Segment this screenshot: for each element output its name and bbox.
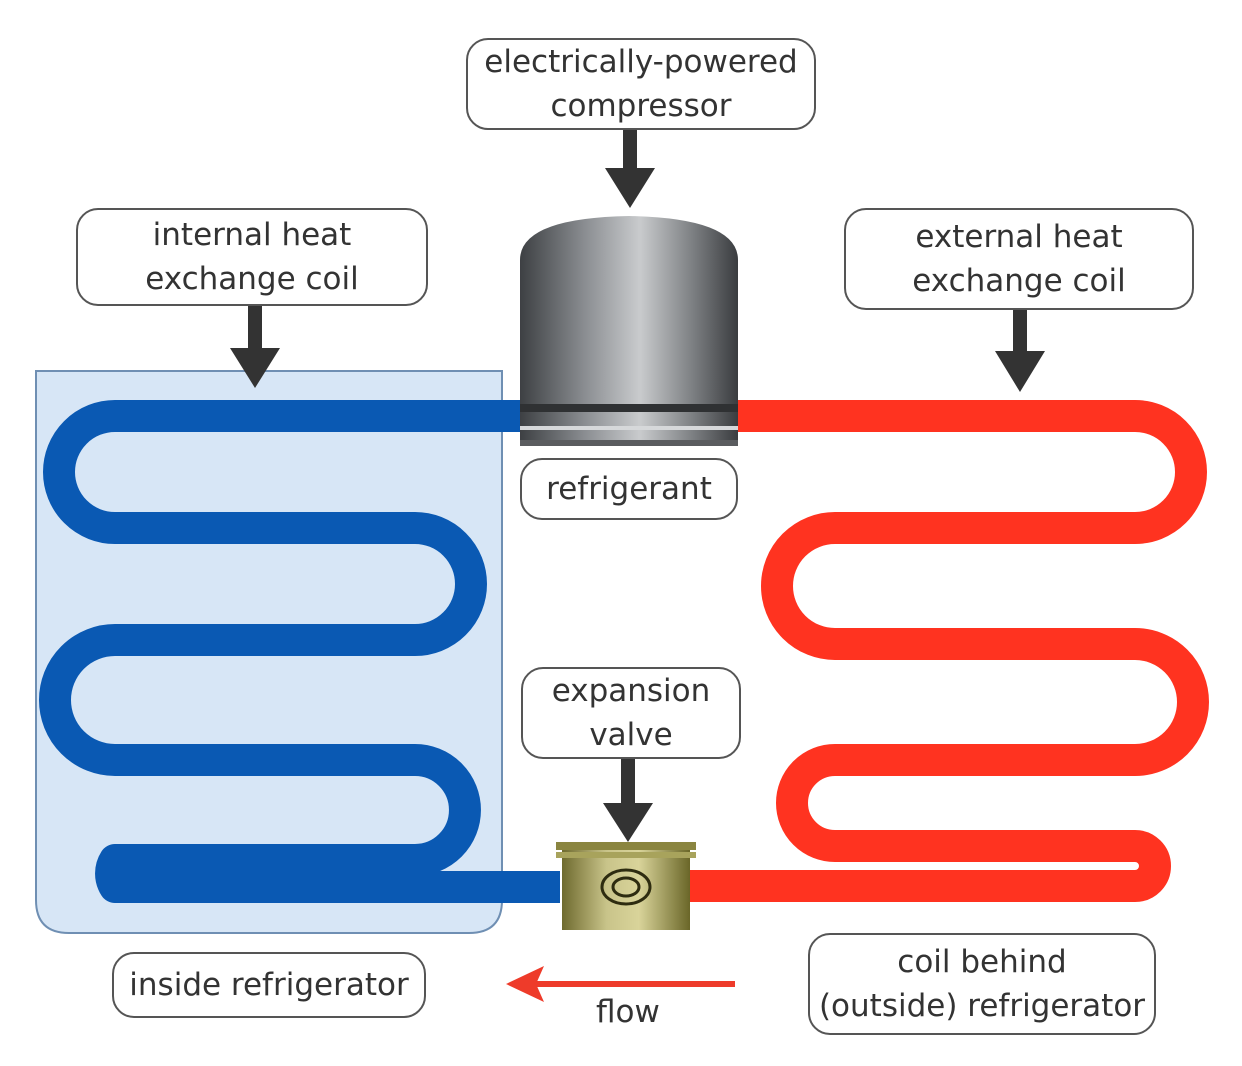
expansion-valve-label: expansion valve [521,667,741,759]
external-coil-label-line1: external heat [915,219,1123,255]
compressor-label-line2: compressor [550,88,732,124]
flow-label: flow [596,994,660,1030]
outside-refrigerator-label-line2: (outside) refrigerator [818,988,1146,1024]
compressor-pointer-arrow [605,130,655,208]
expansion-valve [556,842,696,930]
external-coil-label-line2: exchange coil [912,263,1126,299]
internal-heat-exchange-coil [39,400,560,903]
external-coil-pointer-arrow [995,308,1045,392]
inside-refrigerator-label-text: inside refrigerator [129,967,409,1003]
refrigerant-label-text: refrigerant [546,471,712,507]
internal-coil-label-line2: exchange coil [145,261,359,297]
compressor [520,216,738,446]
expansion-valve-pointer-arrow [603,757,653,842]
external-coil-label: external heat exchange coil [844,208,1194,310]
outside-refrigerator-label-line1: coil behind [897,944,1067,980]
internal-coil-pointer-arrow [230,305,280,388]
refrigerant-label: refrigerant [520,458,738,520]
internal-coil-label-line1: internal heat [152,217,352,253]
inside-refrigerator-label: inside refrigerator [112,952,426,1018]
flow-arrow [506,966,735,1002]
expansion-valve-label-line2: valve [589,717,673,753]
compressor-label-line1: electrically-powered [484,44,798,80]
internal-coil-label: internal heat exchange coil [76,208,428,306]
expansion-valve-label-line1: expansion [551,673,711,709]
compressor-label: electrically-powered compressor [466,38,816,130]
external-heat-exchange-coil [690,400,1209,902]
outside-refrigerator-label: coil behind (outside) refrigerator [808,933,1156,1035]
